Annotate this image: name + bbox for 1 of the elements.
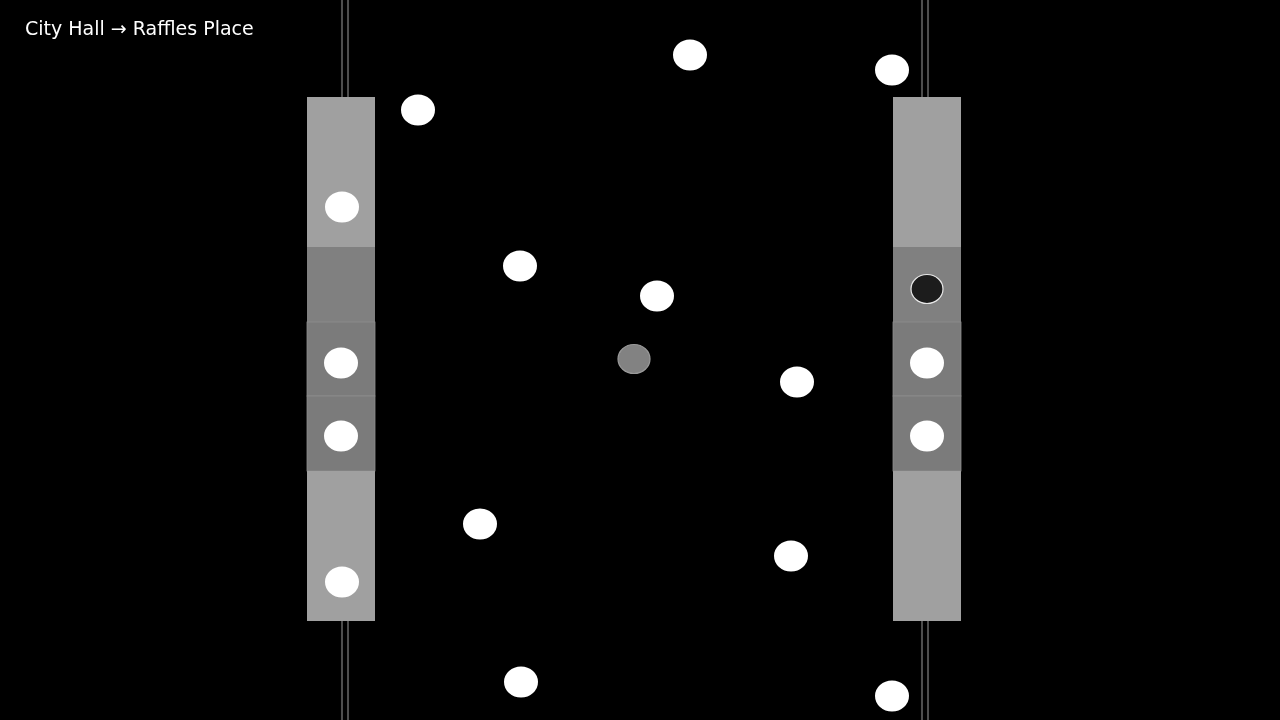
title: City Hall → Raffles Place (25, 17, 254, 40)
